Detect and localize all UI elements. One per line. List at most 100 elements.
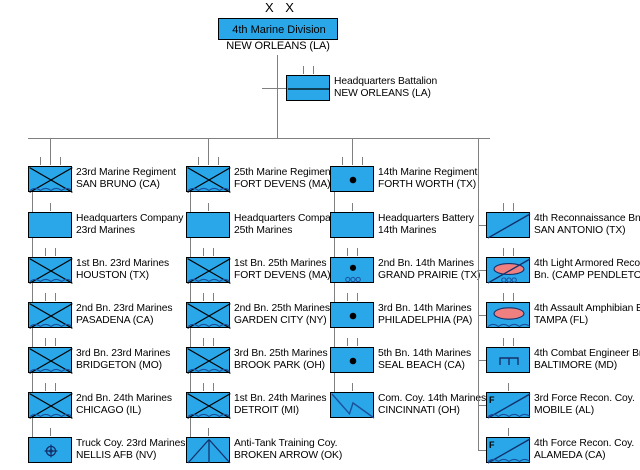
col-25th-unit-2-label-line-1: 2nd Bn. 25th Marines bbox=[234, 303, 330, 314]
col-14th-unit-4-echelon-tick bbox=[352, 383, 354, 391]
col-14th-header-label-line-1: 14th Marine Regiment bbox=[378, 167, 478, 178]
col-23rd-unit-2-label-line-1: 2nd Bn. 23rd Marines bbox=[76, 303, 173, 314]
col-14th-unit-4-symbol bbox=[330, 392, 375, 419]
col-14th-unit-3-symbol-glyph bbox=[349, 357, 357, 365]
col-separate-unit-3-label: 4th Combat Engineer Bn.BALTIMORE (MD) bbox=[534, 348, 640, 371]
col-separate-unit-1-symbol bbox=[486, 257, 531, 284]
col-25th-unit-0-label-line-2: 25th Marines bbox=[234, 224, 293, 236]
col-25th-unit-4-echelon-tick bbox=[203, 383, 205, 391]
col-separate-unit-3-echelon-tick bbox=[503, 338, 505, 346]
col-14th-header-symbol bbox=[330, 166, 374, 192]
col-14th-unit-3-symbol bbox=[330, 347, 374, 373]
hq-battalion-echelon-tick bbox=[303, 66, 305, 74]
col-14th-drop bbox=[352, 138, 354, 157]
col-25th-unit-1-label-line-1: 1st Bn. 25th Marines bbox=[234, 258, 327, 269]
col-separate-unit-0-echelon-tick bbox=[513, 203, 515, 211]
col-14th-unit-2-label-line-1: 3rd Bn. 14th Marines bbox=[378, 303, 472, 314]
col-25th-unit-1-echelon-tick bbox=[213, 248, 215, 256]
col-23rd-unit-5-symbol-glyph bbox=[44, 444, 58, 458]
col-25th-unit-3-symbol-glyph bbox=[187, 348, 231, 374]
col-separate-unit-0-symbol-glyph bbox=[487, 213, 531, 239]
col-14th-unit-4-symbol-glyph bbox=[331, 393, 375, 419]
col-23rd-unit-2-symbol bbox=[28, 302, 73, 329]
col-14th-unit-3-echelon-tick bbox=[357, 338, 359, 346]
col-separate-unit-2-label-line-1: 4th Assault Amphibian Bn. bbox=[534, 303, 640, 314]
col-23rd-header-echelon-tick bbox=[60, 157, 62, 165]
col-14th-spine bbox=[334, 192, 336, 405]
col-separate-branch bbox=[478, 270, 486, 272]
col-23rd-unit-2-echelon-tick bbox=[45, 293, 47, 301]
col-separate-branch bbox=[478, 315, 486, 317]
col-separate-unit-4-symbol-letter: F bbox=[489, 395, 495, 405]
col-separate-unit-5-label: 4th Force Recon. Coy.ALAMEDA (CA) bbox=[534, 438, 634, 461]
col-separate-branch bbox=[478, 405, 486, 407]
col-23rd-unit-2-label-line-2: PASADENA (CA) bbox=[76, 314, 154, 326]
col-23rd-unit-1-symbol-glyph bbox=[29, 258, 73, 284]
col-23rd-header-echelon-tick bbox=[40, 157, 42, 165]
col-23rd-unit-1-label-line-1: 1st Bn. 23rd Marines bbox=[76, 258, 170, 269]
hq-battalion-symbol bbox=[286, 75, 330, 101]
col-23rd-unit-3-echelon-tick bbox=[55, 338, 57, 346]
col-23rd-unit-3-symbol bbox=[28, 347, 73, 374]
col-separate-unit-1-label: 4th Light Armored Recon.Bn. (CAMP PENDLE… bbox=[534, 258, 640, 281]
col-23rd-unit-3-echelon-tick bbox=[45, 338, 47, 346]
col-14th-unit-4-label-line-1: Com. Coy. 14th Marines bbox=[378, 393, 487, 404]
division-location-line-1: NEW ORLEANS (LA) bbox=[226, 40, 330, 52]
col-14th-unit-1-echelon-tick bbox=[347, 248, 349, 256]
col-23rd-unit-1-echelon-tick bbox=[45, 248, 47, 256]
col-separate-unit-3-symbol bbox=[486, 347, 530, 373]
col-separate-unit-1-label-line-1: 4th Light Armored Recon. bbox=[534, 258, 640, 269]
division-location: NEW ORLEANS (LA) bbox=[216, 40, 340, 53]
col-separate-unit-0-symbol bbox=[486, 212, 531, 239]
col-separate-branch bbox=[478, 360, 486, 362]
col-separate-unit-5-symbol: F bbox=[486, 437, 531, 464]
col-14th-unit-2-symbol-glyph bbox=[349, 312, 357, 320]
col-23rd-unit-0-label-line-2: 23rd Marines bbox=[76, 224, 135, 236]
col-23rd-unit-3-label-line-2: BRIDGETON (MO) bbox=[76, 359, 162, 371]
col-25th-unit-4-symbol bbox=[186, 392, 231, 419]
col-25th-unit-1-echelon-tick bbox=[203, 248, 205, 256]
col-14th-unit-1-echelon-tick bbox=[357, 248, 359, 256]
col-25th-unit-2-echelon-tick bbox=[213, 293, 215, 301]
col-25th-unit-5-symbol bbox=[186, 437, 231, 464]
col-25th-header-label-line-2: FORT DEVENS (MA) bbox=[234, 178, 331, 190]
col-25th-unit-5-label: Anti-Tank Training Coy.BROKEN ARROW (OK) bbox=[234, 438, 342, 461]
col-14th-unit-0-symbol bbox=[330, 212, 374, 238]
col-23rd-unit-1-symbol bbox=[28, 257, 73, 284]
col-25th-unit-2-echelon-tick bbox=[203, 293, 205, 301]
col-25th-header-label-line-1: 25th Marine Regiment bbox=[234, 167, 334, 178]
col-separate-unit-3-echelon-tick bbox=[513, 338, 515, 346]
col-23rd-unit-0-symbol bbox=[28, 212, 72, 238]
col-separate-unit-4-label-line-2: MOBILE (AL) bbox=[534, 404, 595, 416]
hq-battalion-branch bbox=[262, 88, 286, 90]
col-23rd-unit-5-echelon-tick bbox=[50, 428, 52, 436]
col-23rd-unit-0-echelon-tick bbox=[50, 203, 52, 211]
col-25th-unit-5-echelon-tick bbox=[208, 428, 210, 436]
col-separate-unit-0-echelon-tick bbox=[503, 203, 505, 211]
col-separate-unit-2-symbol bbox=[486, 302, 531, 328]
col-separate-unit-3-label-line-1: 4th Combat Engineer Bn. bbox=[534, 348, 640, 359]
division-box[interactable]: 4th Marine Division bbox=[218, 18, 338, 40]
col-25th-header-symbol bbox=[186, 166, 231, 193]
col-separate-spine bbox=[478, 138, 480, 450]
division-name: 4th Marine Division bbox=[232, 24, 326, 36]
col-14th-unit-2-echelon-tick bbox=[357, 293, 359, 301]
col-25th-drop bbox=[208, 138, 210, 157]
col-14th-unit-1-symbol bbox=[330, 257, 374, 283]
